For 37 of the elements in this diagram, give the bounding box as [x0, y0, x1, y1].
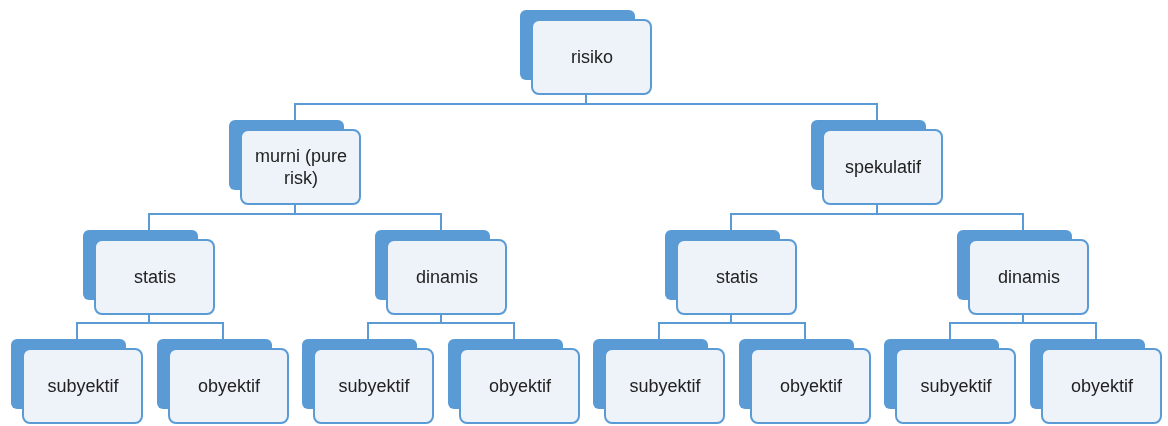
node-label: subyektif — [628, 374, 702, 398]
node-label: obyektif — [196, 374, 261, 398]
node-label: subyektif — [919, 374, 993, 398]
node-label: murni (pure risk) — [254, 144, 348, 190]
node-label: obyektif — [1069, 374, 1134, 398]
stacked-box — [157, 339, 289, 424]
connector-line — [294, 203, 442, 231]
stacked-box — [83, 230, 215, 315]
node-label: subyektif — [46, 374, 120, 398]
stacked-box — [302, 339, 434, 424]
node-label: risiko — [570, 45, 614, 69]
node-label: statis — [715, 265, 759, 289]
connector-line — [876, 203, 1024, 231]
connector-line — [440, 313, 515, 340]
stacked-box — [375, 230, 507, 315]
stacked-box — [11, 339, 143, 424]
connector-line — [1022, 313, 1097, 340]
stacked-box — [739, 339, 871, 424]
node-label: statis — [133, 265, 177, 289]
node-label: obyektif — [487, 374, 552, 398]
stacked-box — [665, 230, 797, 315]
stacked-box — [884, 339, 1016, 424]
stacked-box — [593, 339, 725, 424]
node-label: dinamis — [997, 265, 1061, 289]
connector-line — [148, 313, 224, 340]
stacked-box — [1030, 339, 1162, 424]
connector-line — [585, 93, 878, 121]
stacked-box — [229, 120, 361, 205]
stacked-box — [448, 339, 580, 424]
stacked-box — [811, 120, 943, 205]
node-label: dinamis — [415, 265, 479, 289]
connector-line — [730, 313, 806, 340]
node-label: subyektif — [337, 374, 411, 398]
stacked-box — [520, 10, 652, 95]
node-label: obyektif — [778, 374, 843, 398]
stacked-box — [957, 230, 1089, 315]
node-label: spekulatif — [843, 155, 922, 179]
